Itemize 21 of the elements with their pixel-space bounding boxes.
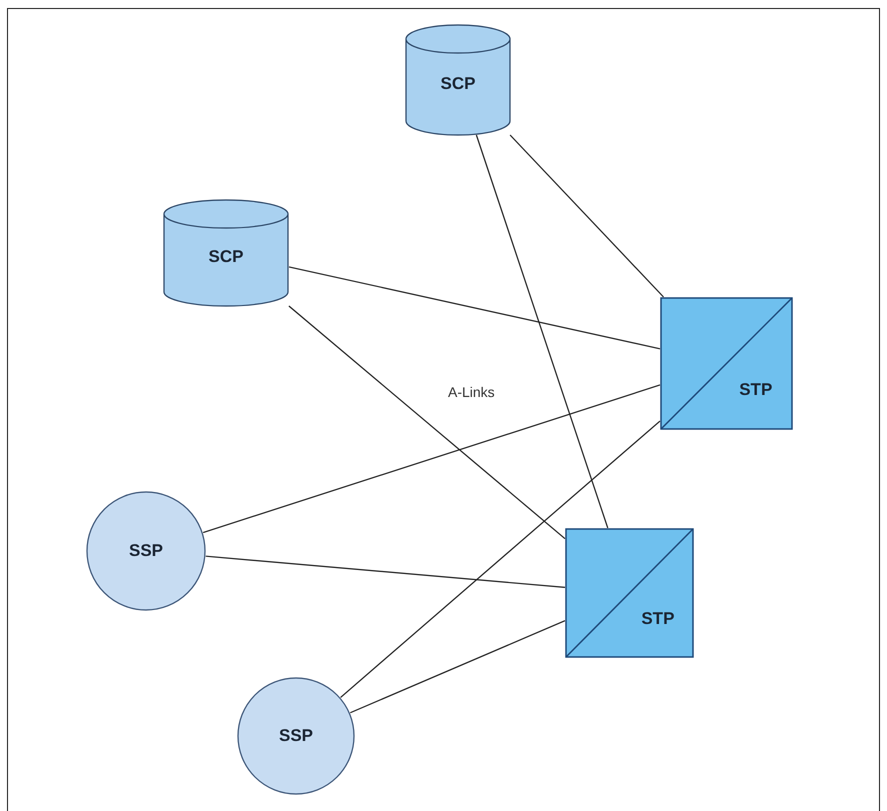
connector-line [476, 134, 608, 528]
square-node [660, 297, 793, 430]
node-label: STP [641, 609, 674, 629]
node-label: SSP [128, 541, 164, 561]
circle-node [86, 491, 206, 611]
connector-line [202, 384, 660, 534]
square-node [565, 528, 694, 658]
node-label: SCP [440, 74, 476, 94]
database-cylinder [163, 200, 289, 306]
connector-line [510, 134, 664, 298]
circle-node [237, 677, 355, 795]
node-label: SSP [278, 726, 314, 746]
connector-line [288, 266, 660, 350]
connector-line [340, 420, 660, 698]
node-label: STP [739, 380, 772, 400]
connector-line [350, 620, 566, 714]
connector-line [288, 306, 566, 540]
database-cylinder [405, 25, 511, 135]
connector-line [206, 556, 566, 588]
node-label: SCP [208, 247, 244, 268]
link-label: A-Links [448, 384, 495, 400]
